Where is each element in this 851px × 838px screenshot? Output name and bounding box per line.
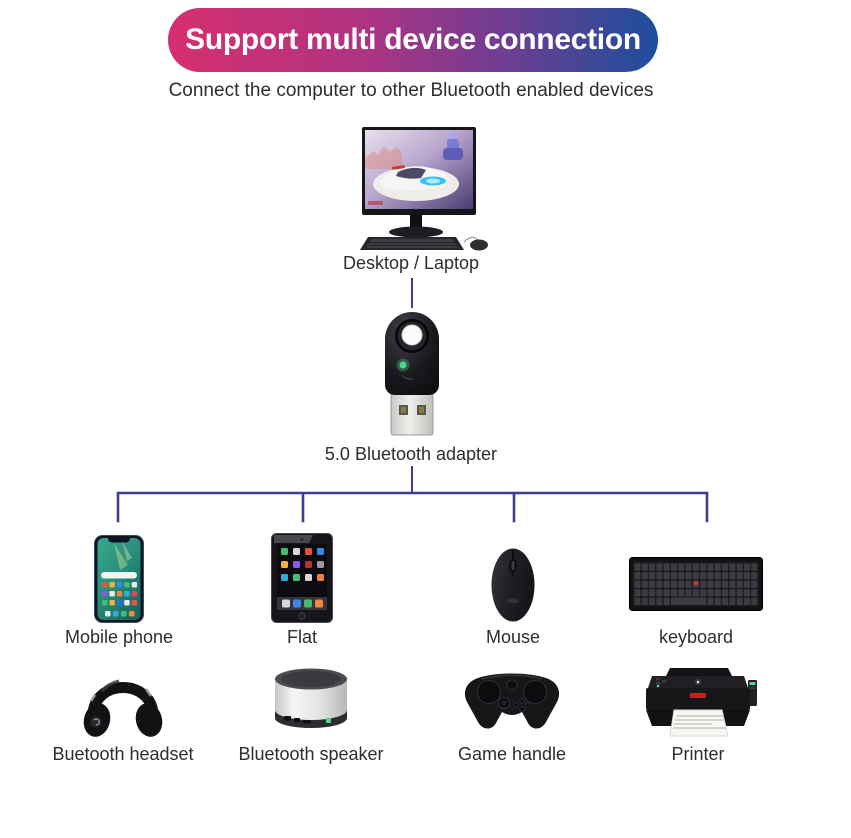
mouse-icon	[418, 529, 608, 623]
game-controller-icon	[417, 664, 607, 740]
tree-connector	[116, 491, 709, 523]
device-printer: Printer	[603, 664, 793, 765]
header-banner: Support multi device connection	[168, 8, 658, 72]
tablet-icon	[207, 529, 397, 623]
adapter-led	[399, 361, 407, 369]
device-tablet: Flat	[207, 529, 397, 648]
connector-adapter-tree	[410, 466, 414, 493]
device-game-handle: Game handle	[417, 664, 607, 765]
banner-title: Support multi device connection	[185, 23, 641, 56]
device-label: Flat	[286, 627, 317, 647]
device-mobile-phone: Mobile phone	[24, 529, 214, 648]
device-bluetooth-speaker: Bluetooth speaker	[216, 664, 406, 765]
device-mouse: Mouse	[418, 529, 608, 648]
speaker-icon	[216, 664, 406, 740]
usb-bluetooth-adapter-icon	[373, 309, 451, 437]
device-label: Game handle	[457, 744, 567, 764]
subtitle-text: Connect the computer to other Bluetooth …	[168, 80, 654, 101]
keyboard-icon	[601, 529, 791, 623]
connector-desktop-adapter	[410, 278, 414, 308]
adapter-label: 5.0 Bluetooth adapter	[324, 444, 498, 464]
device-label: Mobile phone	[64, 627, 174, 647]
device-keyboard: keyboard	[601, 529, 791, 648]
device-label: Bluetooth speaker	[238, 744, 384, 764]
device-label: Buetooth headset	[52, 744, 194, 764]
desktop-label: Desktop / Laptop	[342, 253, 480, 273]
device-bluetooth-headset: Buetooth headset	[28, 664, 218, 765]
desktop-computer-icon	[340, 126, 490, 252]
device-label: Mouse	[485, 627, 541, 647]
device-label: Printer	[671, 744, 725, 764]
headphones-icon	[28, 664, 218, 740]
smartphone-icon	[24, 529, 214, 623]
printer-icon	[603, 664, 793, 740]
device-label: keyboard	[658, 627, 734, 647]
